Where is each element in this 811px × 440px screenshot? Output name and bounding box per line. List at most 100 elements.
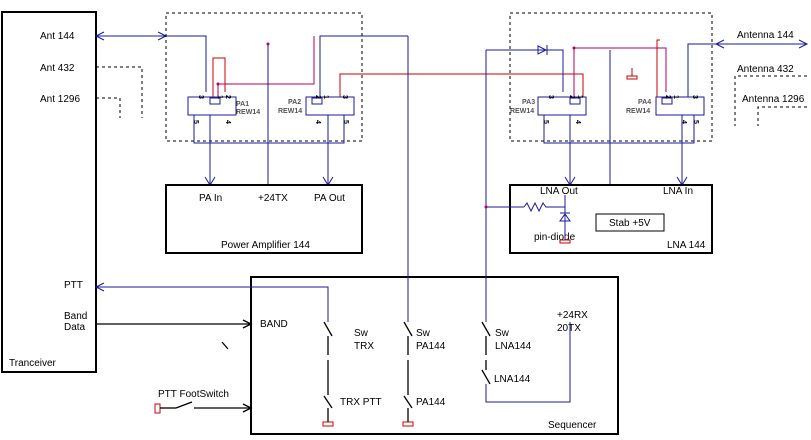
pa1-dot	[216, 82, 220, 86]
relay-pa1-coil-icon	[209, 97, 221, 105]
sw-trx-label-2: TRX	[354, 341, 374, 352]
lna-out-label: LNA Out	[540, 186, 578, 197]
transceiver-box	[1, 11, 97, 373]
lna144-dot	[484, 205, 488, 209]
pa144-switch-icon	[403, 395, 413, 409]
relay-pa1-pin5: 5	[192, 120, 199, 124]
stab-label: Stab +5V	[609, 218, 651, 229]
sw-lna144-label-2: LNA144	[495, 341, 532, 352]
sw-lna144-switch-icon	[481, 321, 491, 337]
relay-pa3-pin4: 4	[574, 120, 581, 124]
antenna-144-label: Antenna 144	[737, 30, 794, 41]
pa3-dot	[572, 46, 576, 50]
port-ant-1296: Ant 1296	[40, 94, 80, 105]
ant144-arrow-left	[94, 31, 105, 41]
ant432-dashed-line	[96, 66, 143, 118]
relay-pa4-pin3: 3	[691, 95, 698, 99]
antenna-arrow-right	[798, 39, 809, 49]
pa-in-label: PA In	[199, 193, 222, 204]
relay-pa1-pin1: 1	[216, 95, 223, 99]
power-amplifier-title: Power Amplifier 144	[221, 240, 310, 251]
pa-supply-label: +24TX	[258, 193, 288, 204]
port-ant-432: Ant 432	[40, 63, 75, 74]
relay-pa1-pin4: 4	[224, 120, 231, 124]
relay-pa4-pin2: 2	[664, 95, 671, 99]
relay-pa4-name: PA4	[638, 99, 651, 106]
pa3-coil-magenta	[573, 47, 667, 97]
relay-pa1-pin2: 2	[224, 95, 231, 99]
sw-lna144-label-1: Sw	[495, 328, 510, 339]
lna-relay-enclosure	[509, 12, 713, 142]
lna144-label: LNA144	[494, 374, 531, 385]
pa1-coil-red	[212, 57, 226, 97]
ant1296-dashed-line	[96, 97, 121, 118]
relay-pa4-pin4: 4	[680, 120, 687, 124]
pa2-to-pa3-red	[339, 73, 584, 97]
diode-line	[486, 49, 564, 92]
relay-pa1-name: PA1	[236, 101, 249, 108]
antenna-432-dashed	[734, 75, 807, 126]
pin-diode-icon	[559, 213, 571, 222]
rx-label-2: 20TX	[557, 323, 581, 334]
ant144-line	[96, 35, 207, 92]
stab-box	[595, 213, 665, 232]
resistor-icon	[523, 201, 565, 213]
pa-out-label: PA Out	[314, 193, 345, 204]
transceiver-title: Tranceiver	[9, 358, 57, 369]
sw-pa144-label-1: Sw	[416, 328, 431, 339]
ptt-arrow	[94, 282, 105, 292]
ground-icon-top	[626, 75, 638, 80]
pa4-coil-red	[656, 39, 660, 97]
ground-icon-lna	[559, 239, 571, 244]
relay-pa4-pin1: 1	[672, 95, 679, 99]
relay-pa2-type: REW14	[278, 108, 302, 115]
sw-pa144-label-2: PA144	[416, 341, 446, 352]
antenna-432-label: Antenna 432	[737, 64, 794, 75]
sw-trx-label-1: Sw	[354, 328, 369, 339]
stray-mark	[221, 341, 229, 350]
port-data: Data	[64, 322, 86, 333]
relay-pa3-pin3: 3	[547, 95, 554, 99]
port-ptt: PTT	[64, 280, 83, 291]
ground-icon-trx	[322, 421, 334, 427]
relay-pa1-type: REW14	[236, 109, 260, 116]
sequencer-title: Sequencer	[548, 420, 597, 431]
relay-pa4-type: REW14	[626, 108, 650, 115]
footswitch-arrow	[242, 403, 253, 413]
relay-pa2-pin3: 3	[341, 95, 348, 99]
lna-in-label: LNA In	[663, 186, 693, 197]
relay-pa3-pin1: 1	[576, 95, 583, 99]
relay-pa2-pin4: 4	[314, 120, 321, 124]
sequencer-box	[250, 276, 619, 435]
pa144-label: PA144	[416, 397, 446, 408]
ptt-line	[96, 286, 329, 322]
lna144-return	[485, 322, 571, 403]
trx-ptt-label: TRX PTT	[340, 397, 382, 408]
pa3-bottom-bus	[543, 115, 695, 144]
pa2-coil-blue	[319, 35, 408, 97]
diode-icon	[537, 45, 548, 55]
pa1-pa2-magenta	[217, 36, 315, 97]
port-ant-144: Ant 144	[40, 31, 75, 42]
relay-pa1	[187, 96, 237, 116]
relay-pa2-pin2: 2	[314, 95, 321, 99]
ground-icon-pa144	[402, 421, 414, 427]
pa-bottom-bus	[193, 115, 345, 144]
footswitch-plug-icon	[154, 403, 161, 414]
port-band: Band	[64, 311, 87, 322]
relay-pa2-name: PA2	[288, 99, 301, 106]
relay-pa2-pin1: 1	[322, 95, 329, 99]
relay-pa4-coil-icon	[661, 97, 673, 105]
sw-trx-switch-icon	[323, 321, 333, 337]
relay-pa3-coil-icon	[569, 97, 581, 105]
footswitch-label: PTT FootSwitch	[158, 389, 229, 400]
sequencer-band-label: BAND	[260, 319, 288, 330]
band-data-arrow	[242, 319, 253, 329]
relay-pa3-name: PA3	[522, 99, 535, 106]
antenna-1296-dashed	[757, 106, 807, 126]
pa-relay-enclosure	[165, 12, 363, 142]
relay-pa2-coil-icon	[311, 97, 323, 105]
lna-title: LNA 144	[667, 240, 706, 251]
trx-ptt-switch-icon	[323, 395, 333, 409]
